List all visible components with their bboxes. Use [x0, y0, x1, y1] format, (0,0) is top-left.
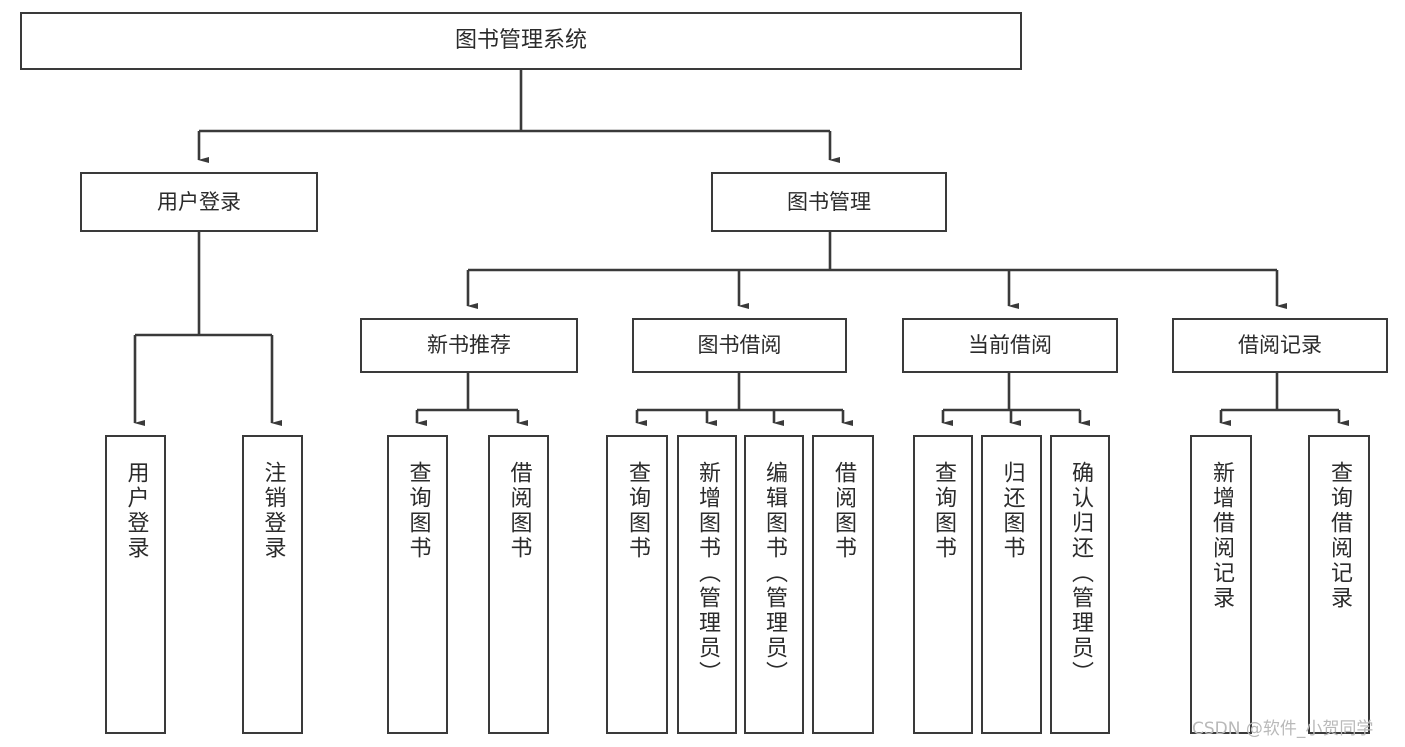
leaf-current-borrow-confirm-return[interactable]: 确认归还（管理员）: [1050, 435, 1110, 734]
leaf-new-book-borrow[interactable]: 借阅图书: [488, 435, 549, 734]
node-label: 图书管理系统: [454, 28, 587, 54]
leaf-current-borrow-query[interactable]: 查询图书: [913, 435, 973, 734]
node-current-borrow[interactable]: 当前借阅: [902, 318, 1118, 373]
node-label: 用户登录: [157, 189, 241, 214]
node-label: 借阅记录: [1238, 333, 1322, 358]
node-borrow-record[interactable]: 借阅记录: [1172, 318, 1388, 373]
leaf-book-borrow-query[interactable]: 查询图书: [606, 435, 668, 734]
leaf-book-borrow-borrow[interactable]: 借阅图书: [812, 435, 874, 734]
node-root-book-management-system[interactable]: 图书管理系统: [20, 12, 1022, 70]
node-label: 图书管理: [787, 189, 871, 214]
node-label: 新增图书（管理员）: [695, 461, 720, 686]
node-label: 图书借阅: [697, 333, 782, 358]
node-user-login[interactable]: 用户登录: [80, 172, 318, 232]
node-label: 用户登录: [123, 461, 149, 561]
node-label: 查询图书: [931, 461, 956, 561]
node-label: 查询借阅记录: [1327, 461, 1352, 611]
leaf-book-borrow-edit[interactable]: 编辑图书（管理员）: [744, 435, 804, 734]
leaf-new-book-query[interactable]: 查询图书: [387, 435, 448, 734]
leaf-book-borrow-add[interactable]: 新增图书（管理员）: [677, 435, 737, 734]
leaf-current-borrow-return[interactable]: 归还图书: [981, 435, 1042, 734]
node-book-management[interactable]: 图书管理: [711, 172, 947, 232]
node-label: 确认归还（管理员）: [1068, 461, 1093, 686]
node-label: 借阅图书: [506, 461, 532, 561]
leaf-borrow-record-add[interactable]: 新增借阅记录: [1190, 435, 1252, 734]
node-label: 借阅图书: [831, 461, 856, 561]
node-label: 查询图书: [405, 461, 431, 561]
leaf-borrow-record-query[interactable]: 查询借阅记录: [1308, 435, 1370, 734]
node-new-book-recommend[interactable]: 新书推荐: [360, 318, 578, 373]
node-label: 编辑图书（管理员）: [762, 461, 787, 686]
leaf-user-login-login[interactable]: 用户登录: [105, 435, 166, 734]
node-book-borrow[interactable]: 图书借阅: [632, 318, 847, 373]
watermark-text: CSDN @软件_小贺同学: [1192, 719, 1374, 739]
node-label: 新书推荐: [427, 333, 511, 358]
node-label: 当前借阅: [968, 333, 1052, 358]
leaf-user-login-logout[interactable]: 注销登录: [242, 435, 303, 734]
node-label: 查询图书: [625, 461, 650, 561]
node-label: 注销登录: [260, 461, 286, 561]
node-label: 新增借阅记录: [1209, 461, 1234, 611]
node-label: 归还图书: [999, 461, 1025, 561]
